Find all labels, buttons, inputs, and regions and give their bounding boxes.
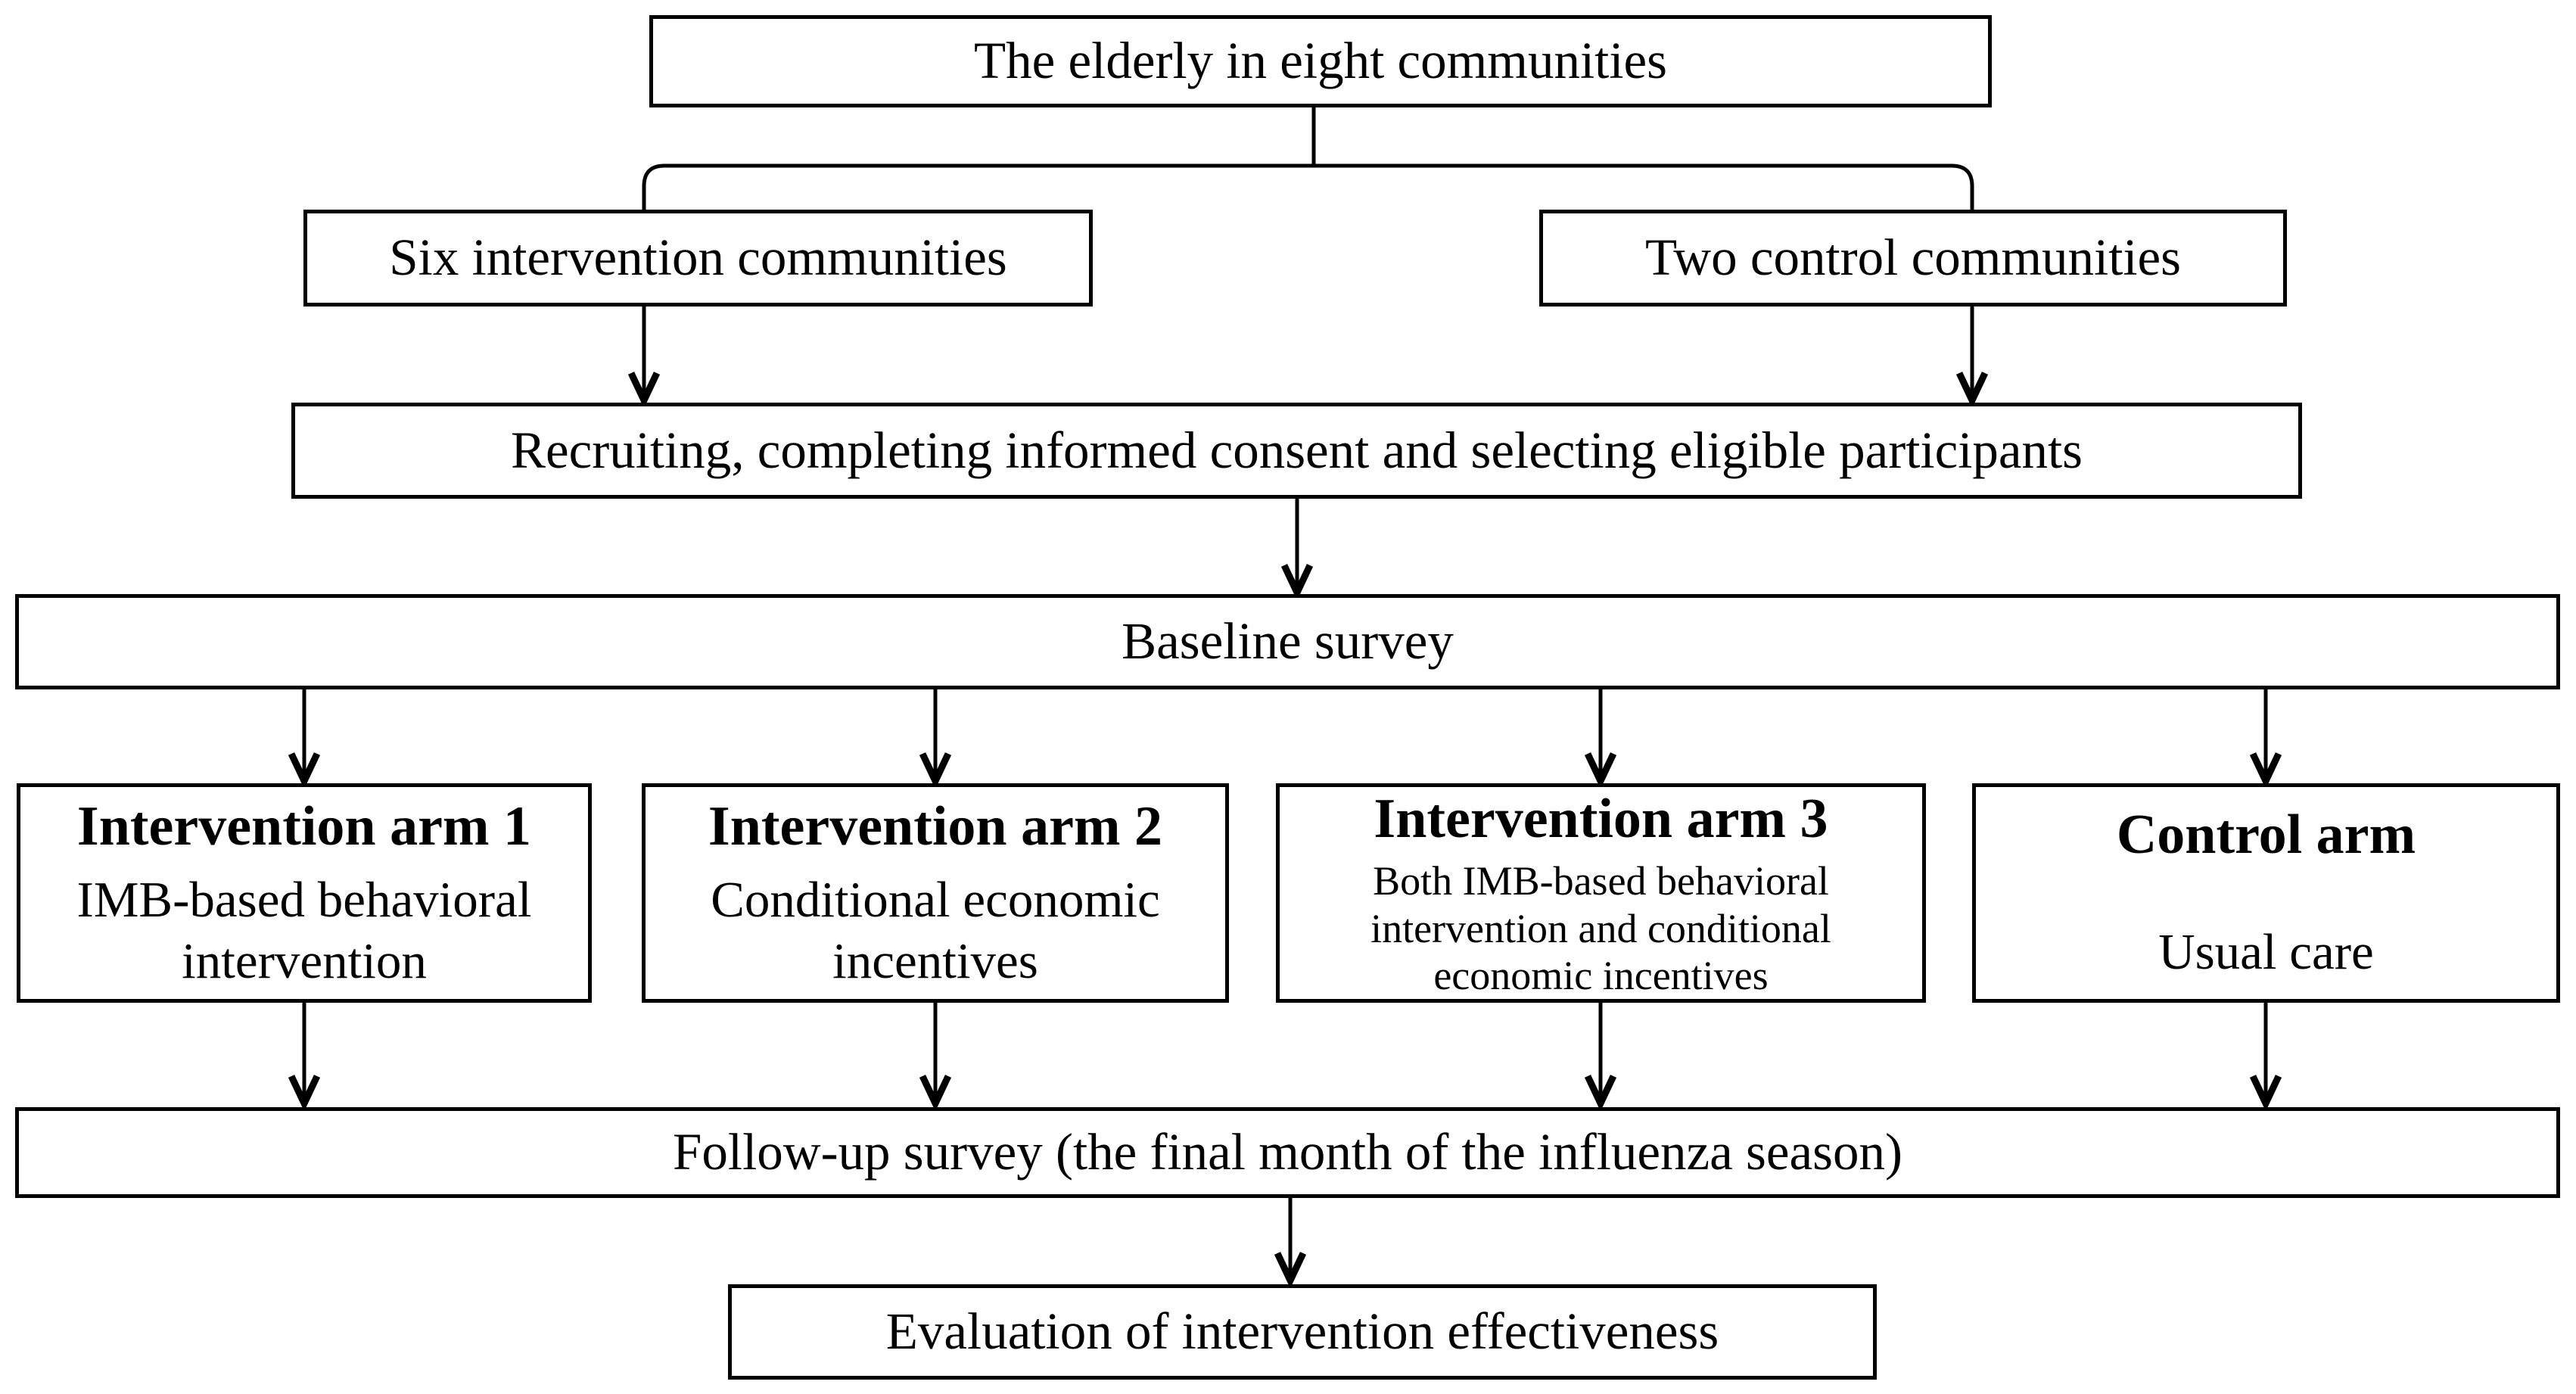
node-control-arm-title: Control arm <box>2116 804 2416 867</box>
arrow-arm1-to-followup-head <box>288 1075 321 1112</box>
node-baseline-survey: Baseline survey <box>15 594 2560 689</box>
node-evaluation: Evaluation of intervention effectiveness <box>728 1284 1877 1380</box>
node-population-label: The elderly in eight communities <box>974 32 1667 90</box>
node-intervention-arm-3-description: Both IMB-based behavioral intervention a… <box>1370 858 1831 998</box>
connector-split-bar <box>642 163 1974 210</box>
arrow-followup-to-evaluation-head <box>1274 1252 1307 1289</box>
node-intervention-communities-label: Six intervention communities <box>389 229 1007 287</box>
node-control-arm: Control arm Usual care <box>1972 783 2560 1003</box>
arrow-two-to-recruiting-head <box>1955 372 1989 409</box>
arrow-baseline-to-arm3-head <box>1584 752 1617 789</box>
node-intervention-arm-1-title: Intervention arm 1 <box>76 795 532 858</box>
node-intervention-arm-1-description: IMB-based behavioral intervention <box>76 872 532 989</box>
node-intervention-arm-2-description: Conditional economic incentives <box>711 872 1160 989</box>
node-evaluation-label: Evaluation of intervention effectiveness <box>885 1302 1719 1361</box>
node-intervention-arm-2-title: Intervention arm 2 <box>708 795 1163 858</box>
node-intervention-arm-1: Intervention arm 1 IMB-based behavioral … <box>17 783 592 1003</box>
arrow-control-to-followup-head <box>2249 1075 2282 1112</box>
arrow-recruiting-to-baseline-head <box>1280 564 1314 601</box>
node-followup-survey-label: Follow-up survey (the final month of the… <box>673 1123 1902 1181</box>
arrow-arm2-to-followup-head <box>919 1075 952 1112</box>
node-recruitment-label: Recruiting, completing informed consent … <box>510 421 2083 479</box>
arrow-baseline-to-control-head <box>2249 752 2282 789</box>
node-followup-survey: Follow-up survey (the final month of the… <box>15 1107 2560 1198</box>
node-intervention-arm-3: Intervention arm 3 Both IMB-based behavi… <box>1276 783 1926 1003</box>
arrow-arm3-to-followup-head <box>1584 1075 1617 1112</box>
arrow-six-to-recruiting-head <box>627 372 661 409</box>
node-intervention-arm-3-title: Intervention arm 3 <box>1374 788 1828 851</box>
node-intervention-arm-2: Intervention arm 2 Conditional economic … <box>642 783 1229 1003</box>
node-population: The elderly in eight communities <box>649 15 1992 107</box>
arrow-baseline-to-arm2-head <box>919 752 952 789</box>
node-intervention-communities: Six intervention communities <box>303 210 1093 306</box>
arrow-baseline-to-arm1-head <box>288 752 321 789</box>
node-baseline-survey-label: Baseline survey <box>1122 612 1454 671</box>
node-control-communities: Two control communities <box>1539 210 2287 306</box>
node-control-communities-label: Two control communities <box>1644 229 2182 287</box>
node-recruitment: Recruiting, completing informed consent … <box>291 403 2302 499</box>
node-control-arm-description: Usual care <box>2158 924 2374 981</box>
